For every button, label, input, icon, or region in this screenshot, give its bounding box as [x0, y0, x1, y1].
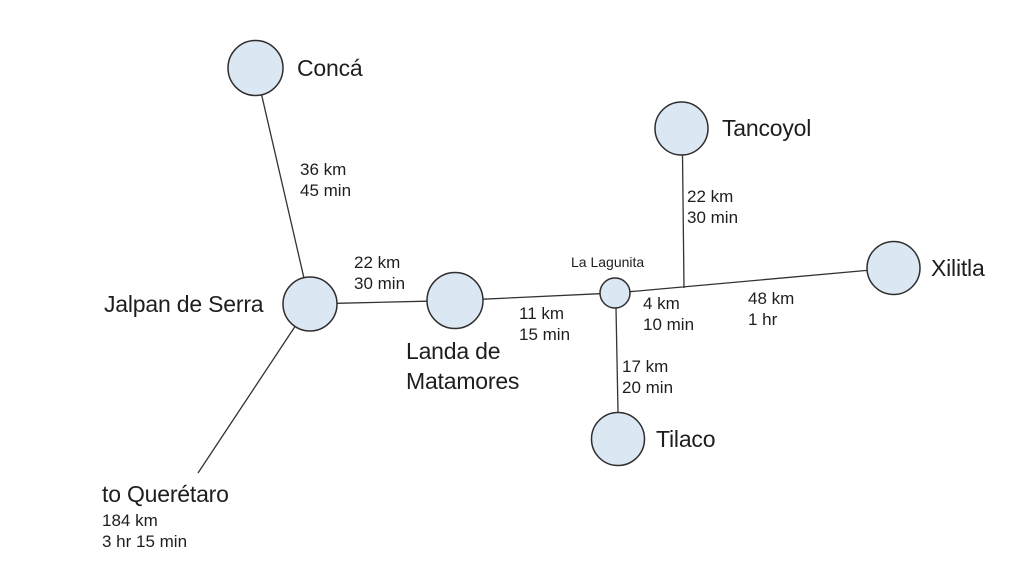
road-landa-lagunita: [482, 293, 601, 300]
edge-distance: 11 km: [519, 304, 565, 323]
node-landa: [426, 271, 484, 330]
edge-distance: 36 km: [300, 160, 347, 179]
edge-label-jalpan-landa: 22 km 30 min: [354, 252, 405, 294]
road-lagunita-xilitla: [629, 269, 868, 293]
node-label-xilitla: Xilitla: [931, 255, 985, 281]
edge-time: 3 hr 15 min: [102, 532, 188, 551]
edge-time: 20 min: [622, 378, 674, 397]
destination-queretaro-block: to Querétaro 184 km 3 hr 15 min: [102, 480, 229, 552]
road-jalpan-landa: [336, 300, 428, 304]
edge-time: 30 min: [687, 208, 739, 227]
node-tilaco: [590, 411, 646, 467]
edge-distance: 17 km: [622, 357, 669, 376]
node-la-lagunita: [599, 277, 631, 309]
node-label-landa-line1: Landa de: [406, 338, 501, 364]
edge-time: 1 hr: [748, 310, 778, 329]
node-label-landa-line2: Matamores: [406, 368, 520, 394]
road-jalpan-conca: [260, 94, 305, 278]
edge-distance: 4 km: [643, 294, 680, 313]
edge-label-junction-tancoyol: 22 km 30 min: [687, 186, 738, 228]
edge-label-lagunita-tilaco: 17 km 20 min: [622, 356, 673, 398]
edge-distance: 22 km: [354, 253, 401, 272]
edge-distance: 22 km: [687, 187, 734, 206]
road-lagunita-tilaco: [615, 307, 619, 413]
node-label-la-lagunita: La Lagunita: [571, 254, 645, 270]
edge-time: 10 min: [643, 315, 695, 334]
road-junction-tancoyol: [681, 154, 685, 289]
destination-details: 184 km 3 hr 15 min: [102, 510, 229, 552]
edge-time: 30 min: [354, 274, 406, 293]
edge-distance: 184 km: [102, 511, 158, 530]
edge-distance: 48 km: [748, 289, 795, 308]
node-xilitla: [866, 240, 921, 296]
node-tancoyol: [654, 101, 709, 156]
node-conca: [227, 39, 284, 97]
edge-label-landa-lagunita: 11 km 15 min: [519, 303, 570, 345]
destination-label: to Querétaro: [102, 481, 229, 507]
node-label-tancoyol: Tancoyol: [722, 115, 812, 141]
edge-label-jalpan-conca: 36 km 45 min: [300, 159, 351, 201]
node-label-tilaco: Tilaco: [656, 426, 716, 452]
edge-label-lagunita-junction: 4 km 10 min: [643, 293, 694, 335]
edge-time: 15 min: [519, 325, 571, 344]
node-label-landa: Landa de Matamores: [406, 336, 519, 396]
node-label-conca: Concá: [297, 55, 363, 81]
road-jalpan-queretaro: [197, 326, 296, 474]
edge-time: 45 min: [300, 181, 352, 200]
edge-label-junction-xilitla: 48 km 1 hr: [748, 288, 794, 330]
node-label-jalpan: Jalpan de Serra: [104, 291, 264, 317]
node-jalpan: [282, 276, 338, 332]
